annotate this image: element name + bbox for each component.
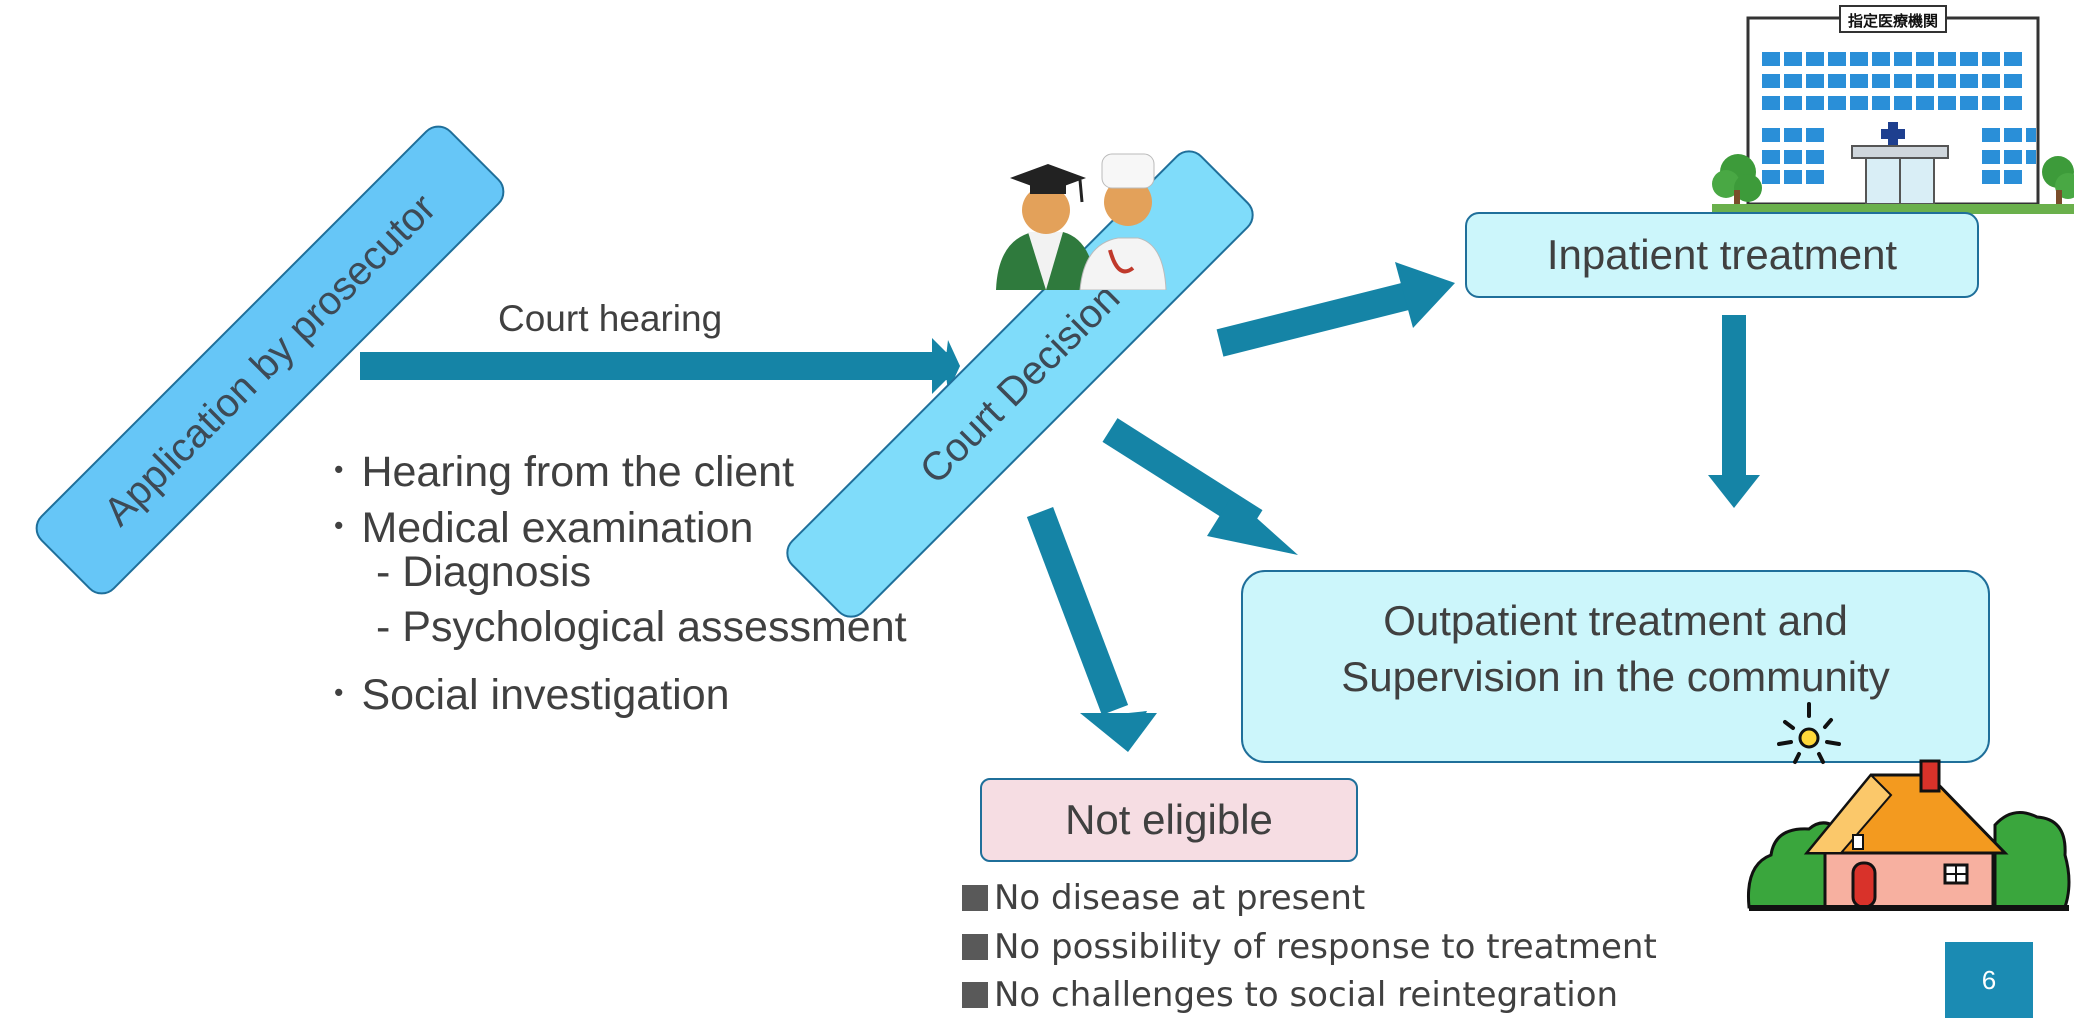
house-icon (1746, 759, 2071, 911)
page-number-badge: 6 (1945, 942, 2033, 1018)
court-hearing-label: Court hearing (498, 298, 723, 339)
square-bullet-icon (962, 885, 988, 911)
page-number: 6 (1981, 964, 1997, 995)
not-eligible-label: Not eligible (1065, 796, 1273, 843)
outpatient-line1: Outpatient treatment and (1383, 596, 1848, 644)
reason-item: No possibility of response to treatment (962, 927, 1657, 967)
outpatient-line2: Supervision in the community (1341, 652, 1890, 700)
inpatient-label: Inpatient treatment (1546, 231, 1898, 278)
inpatient-box: Inpatient treatment (1465, 212, 1979, 298)
outpatient-box: Outpatient treatment and Supervision in … (1241, 570, 1990, 763)
judge-and-doctor-icon (996, 153, 1167, 290)
hearing-item: - Psychological assessment (376, 603, 907, 651)
reason-item: No disease at present (962, 878, 1365, 918)
square-bullet-icon (962, 934, 988, 960)
square-bullet-icon (962, 982, 988, 1008)
to-not-eligible-arrow (1026, 507, 1157, 752)
hospital-sign: 指定医療機関 (1848, 12, 1938, 30)
hearing-item: ･ Hearing from the client (328, 448, 795, 496)
hospital-building-icon: 指定医療機関 (1712, 5, 2074, 214)
hearing-item: ･ Social investigation (328, 671, 730, 719)
reason-item: No challenges to social reintegration (962, 975, 1618, 1015)
sun-icon (1777, 702, 1841, 764)
court-hearing-arrow (360, 338, 960, 394)
hearing-item: ･ Medical examination (328, 504, 754, 552)
hearing-item: - Diagnosis (376, 548, 592, 596)
to-inpatient-arrow (1216, 262, 1455, 357)
inpatient-to-outpatient-arrow (1708, 315, 1760, 508)
not-eligible-box: Not eligible (980, 778, 1358, 862)
to-outpatient-arrow (1102, 418, 1298, 555)
